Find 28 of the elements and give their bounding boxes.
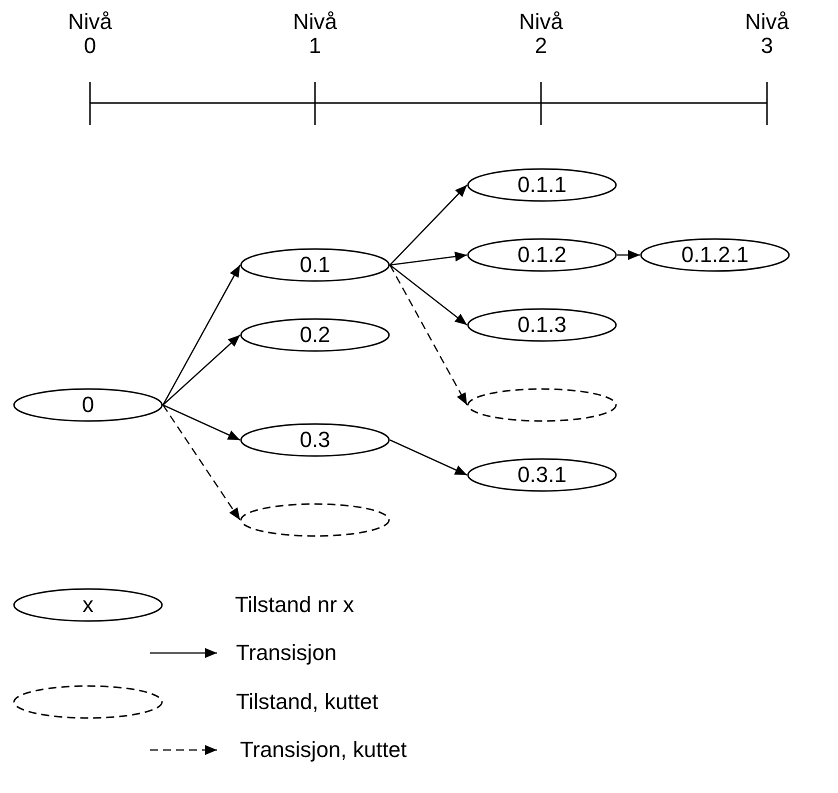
legend-label: Transisjon	[236, 642, 337, 664]
dashed-transition-arrow	[389, 264, 468, 406]
legend-label: Tilstand, kuttet	[236, 691, 378, 713]
state-label: 0.3.1	[518, 464, 566, 486]
state-label: x	[82, 594, 94, 616]
transition-arrow	[390, 264, 468, 326]
transition-arrow	[390, 184, 468, 266]
transition-arrow	[162, 334, 240, 406]
state-label: 0	[82, 394, 94, 416]
level-label: Nivå 2	[518, 10, 564, 58]
transition-arrow	[162, 404, 240, 441]
transition-arrow	[390, 252, 468, 266]
transition-arrow	[162, 264, 241, 406]
state-label: 0.2	[300, 324, 330, 346]
level-label: Nivå 0	[66, 10, 113, 58]
legend-label: Transisjon, kuttet	[240, 739, 407, 761]
transition-arrow	[617, 250, 640, 260]
legend-label: Tilstand nr x	[235, 594, 354, 616]
transition-arrow	[390, 439, 468, 476]
state-label: 0.1.1	[518, 174, 566, 196]
dashed-transition-arrow	[162, 404, 241, 520]
level-label: Nivå 1	[292, 10, 338, 58]
state-label: 0.1.2.1	[681, 244, 749, 266]
state-label: 0.1.3	[518, 314, 566, 336]
state-label: 0.3	[300, 429, 330, 451]
state-label: 0.1.2	[518, 244, 566, 266]
level-label: Nivå 3	[744, 10, 790, 58]
state-label: 0.1	[300, 254, 330, 276]
